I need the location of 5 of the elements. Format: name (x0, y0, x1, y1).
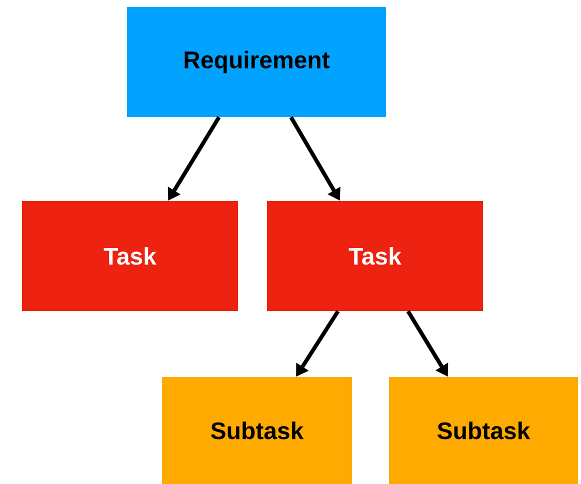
requirement-box: Requirement (127, 7, 386, 117)
task-box: Task (267, 200, 483, 311)
subtask-box: Subtask (162, 377, 352, 484)
subtask-box: Subtask (389, 377, 578, 484)
task-box: Task (22, 200, 238, 311)
